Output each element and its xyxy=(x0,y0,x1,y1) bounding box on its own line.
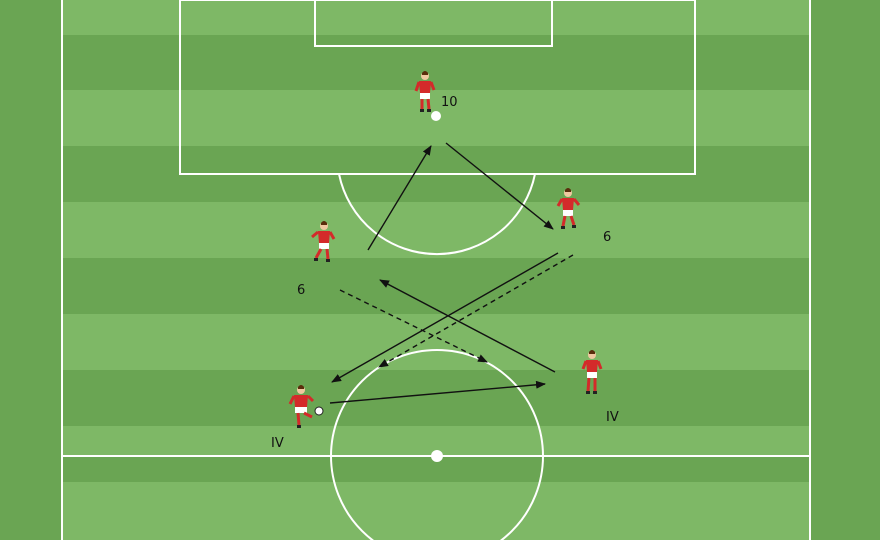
pass-arrow-defender-to-defender xyxy=(329,380,546,404)
soccer-ball xyxy=(314,406,324,416)
run-arrow-left-midfielder xyxy=(339,289,488,363)
pass-arrow-defender-to-midfielder xyxy=(379,279,556,373)
player-right-midfielder xyxy=(556,188,581,229)
pass-arrow-midfielder-to-striker xyxy=(367,145,432,251)
player-right-defender xyxy=(581,350,603,394)
passing-arrows xyxy=(329,142,574,404)
pass-arrow-midfielder-to-defender xyxy=(331,252,559,383)
grass-stripes xyxy=(62,0,810,540)
penalty-area xyxy=(179,0,696,175)
pass-arrow-striker-to-midfielder xyxy=(445,142,554,230)
penalty-arc xyxy=(338,173,536,256)
center-circle xyxy=(330,349,544,540)
player-left-defender xyxy=(288,385,315,428)
run-arrow-right-midfielder xyxy=(378,254,574,368)
penalty-spot xyxy=(431,111,441,121)
pitch-markings xyxy=(61,0,811,540)
player-left-midfielder xyxy=(311,221,336,262)
label-right-midfielder: 6 xyxy=(603,230,612,245)
label-left-defender: IV xyxy=(271,436,284,451)
player-striker xyxy=(414,71,436,112)
center-spot xyxy=(431,450,443,462)
goal-area xyxy=(314,0,553,47)
label-left-midfielder: 6 xyxy=(297,283,306,298)
label-right-defender: IV xyxy=(606,410,619,425)
label-striker: 10 xyxy=(441,95,458,110)
